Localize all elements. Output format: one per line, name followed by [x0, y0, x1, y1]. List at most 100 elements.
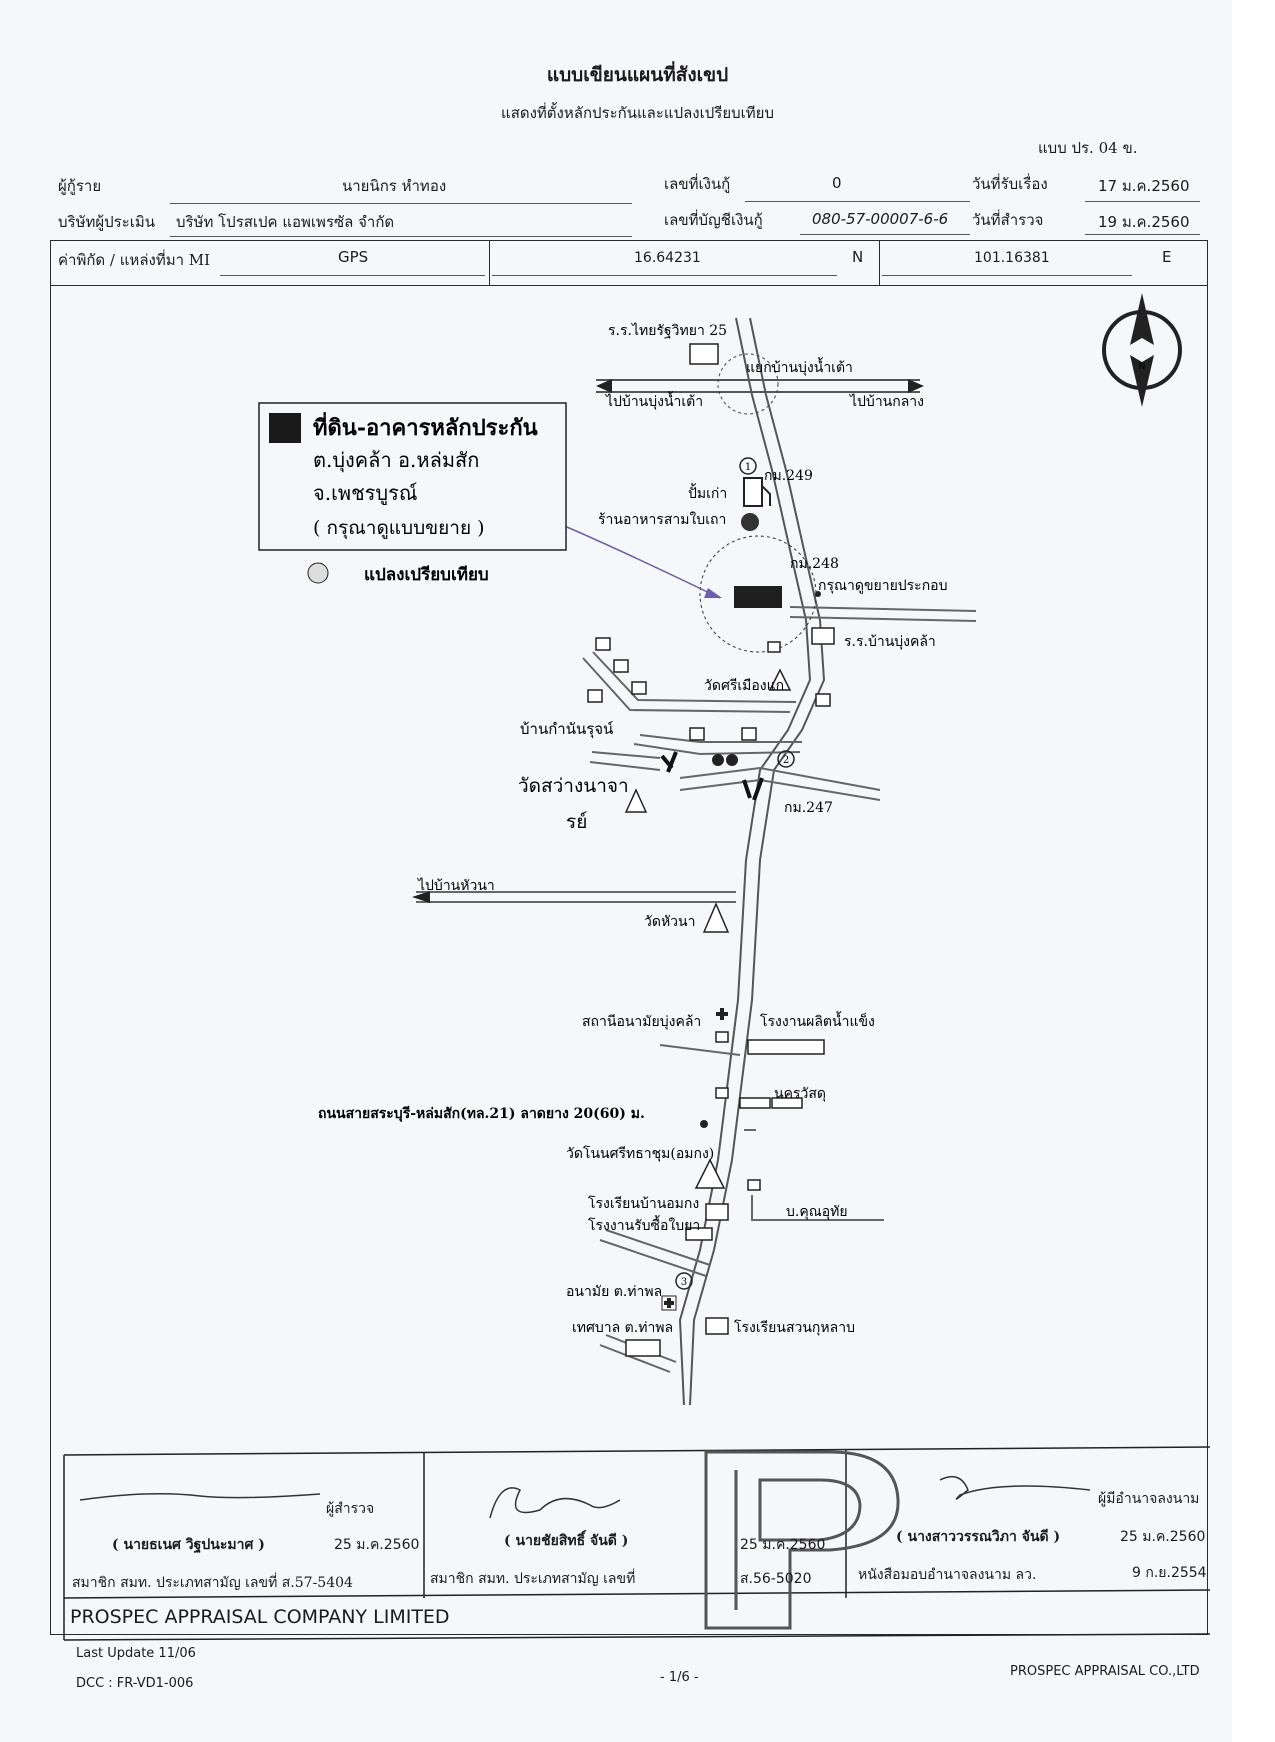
authorization-date: 9 ก.ย.2554	[1132, 1565, 1207, 1581]
coord-row-bottom	[50, 285, 1208, 286]
appraiser-company-label: บริษัทผู้ประเมิน	[58, 213, 156, 231]
account-number-line	[800, 234, 970, 235]
latitude-value: 16.64231	[634, 250, 701, 266]
label-municipality: เทศบาล ต.ท่าพล	[572, 1320, 673, 1336]
coordinate-label: ค่าพิกัด / แหล่งที่มา MI	[58, 251, 211, 269]
gas-station-icon	[743, 477, 771, 507]
borrower-line	[170, 203, 632, 204]
coord-divider-2	[879, 240, 880, 285]
loan-number-label: เลขที่เงินกู้	[664, 175, 731, 193]
label-junction: แยกบ้านบุ่งน้ำเต้า	[746, 357, 853, 376]
coordinate-source: GPS	[338, 248, 369, 266]
surveyor-role: ผู้สำรวจ	[326, 1501, 375, 1517]
company-stamp	[704, 1450, 900, 1630]
km-marker-icon	[675, 457, 795, 1290]
health-center-icon	[661, 1008, 728, 1311]
legend-box	[258, 402, 567, 551]
longitude-value: 101.16381	[974, 250, 1050, 266]
legend-comparable-label: แปลงเปรียบเทียบ	[364, 564, 489, 585]
label-temple-2b: รย์	[566, 811, 587, 833]
label-km247: กม.247	[784, 800, 833, 816]
signature-authorized	[939, 1475, 1091, 1500]
km-marker-3: 3	[681, 1277, 687, 1288]
signature-reviewer	[489, 1487, 621, 1519]
label-school-2: ร.ร.บ้านบุ่งคล้า	[844, 634, 936, 650]
km-marker-2: 2	[783, 755, 789, 766]
account-number-label: เลขที่บัญชีเงินกู้	[664, 211, 763, 229]
arrow-west-icon	[412, 891, 430, 903]
authorized-date: 25 ม.ค.2560	[1120, 1529, 1206, 1545]
scan-edge	[1232, 0, 1275, 1742]
reviewer-license: ส.56-5020	[740, 1571, 812, 1587]
label-school-1: ร.ร.ไทยรัฐวิทยา 25	[608, 322, 727, 339]
road-junction-dot-2	[815, 591, 821, 597]
cross-road-north	[596, 353, 924, 415]
borrower-label: ผู้กู้ราย	[58, 177, 102, 195]
bridge-icon	[660, 751, 764, 801]
authorized-role: ผู้มีอำนาจลงนาม	[1098, 1491, 1200, 1507]
label-to-east: ไปบ้านกลาง	[849, 393, 924, 410]
account-number-value: 080-57-00007-6-6	[812, 210, 949, 228]
label-km248: กม.248	[790, 556, 839, 572]
legend-subject-line3: ( กรุณาดูแบบขยาย )	[313, 517, 485, 540]
label-to-huana: ไปบ้านหัวนา	[417, 877, 495, 894]
tree-icon	[712, 754, 738, 766]
longitude-hemisphere: E	[1162, 248, 1172, 266]
label-health-station: อนามัย ต.ท่าพล	[566, 1284, 662, 1300]
reviewer-date: 25 ม.ค.2560	[740, 1537, 826, 1553]
label-ice-factory: โรงงานผลิตน้ำแข็ง	[760, 1011, 875, 1030]
received-date-label: วันที่รับเรื่อง	[972, 175, 1048, 193]
label-temple-1: วัดศรีเมืองแก	[704, 678, 784, 694]
legend-subject-line2: จ.เพชรบูรณ์	[313, 481, 417, 506]
side-roads	[416, 606, 977, 1373]
received-date-value: 17 ม.ค.2560	[1098, 177, 1190, 195]
north-arrow-n: N	[1139, 362, 1146, 372]
form-code: แบบ ปร. 04 ข.	[1038, 139, 1138, 157]
label-to-west: ไปบ้านบุ่งน้ำเต้า	[605, 391, 703, 410]
coord-line-1	[220, 275, 485, 276]
last-update: Last Update 11/06	[76, 1646, 196, 1661]
label-temple-2: วัดสว่างนาจา	[518, 775, 629, 797]
authorization-letter: หนังสือมอบอำนาจลงนาม ลว.	[858, 1567, 1037, 1583]
coord-line-3	[882, 275, 1132, 276]
surveyor-date: 25 ม.ค.2560	[334, 1537, 420, 1553]
label-village-head: บ้านกำนันรุจน์	[520, 720, 613, 739]
label-km249: กม.249	[764, 468, 813, 484]
temple-icon	[624, 668, 792, 1189]
survey-date-label: วันที่สำรวจ	[972, 211, 1044, 229]
surveyor-name: ( นายธเนศ วิฐปนะมาศ )	[112, 1537, 265, 1553]
north-arrow-icon: N	[1102, 293, 1182, 407]
subject-property-marker	[734, 586, 782, 608]
legend-subject-title: ที่ดิน-อาคารหลักประกัน	[313, 411, 538, 441]
label-company: บ.คุณอุทัย	[786, 1204, 848, 1220]
document-subtitle: แสดงที่ตั้งหลักประกันและแปลงเปรียบเทียบ	[501, 104, 774, 122]
appraiser-company-value: บริษัท โปรสเปค แอพเพรซัล จำกัด	[176, 213, 395, 231]
km-marker-1: 1	[745, 462, 751, 473]
coord-line-2	[492, 275, 837, 276]
signature-table	[63, 1446, 1211, 1641]
signature-surveyor	[79, 1493, 321, 1501]
legend-comparable-icon	[307, 562, 329, 584]
authorized-name: ( นางสาววรรณวิภา จันดี )	[896, 1529, 1061, 1545]
received-date-line	[1085, 201, 1200, 202]
label-see-attached: กรุณาดูขยายประกอบ	[818, 578, 947, 594]
page-number: - 1/6 -	[660, 1670, 699, 1685]
label-leaf-factory: โรงงานรับซื้อใบยา	[588, 1215, 700, 1234]
legend-subject-swatch	[269, 413, 301, 443]
loan-number-line	[745, 201, 970, 202]
label-temple-4: วัดโนนศรีทธาชุม(อมกง)	[566, 1145, 714, 1162]
label-construction: นครวัสดุ	[774, 1086, 826, 1102]
reviewer-name: ( นายชัยสิทธิ์ จันดี )	[504, 1533, 629, 1549]
legend-subject-line1: ต.บุ่งคล้า อ.หล่มสัก	[313, 448, 479, 473]
label-school-4: โรงเรียนสวนกุหลาบ	[734, 1319, 855, 1336]
label-highway: ถนนสายสระบุรี-หล่มสัก(ทล.21) ลาดยาง 20(6…	[318, 1106, 645, 1122]
survey-date-line	[1085, 234, 1200, 235]
label-health-center: สถานีอนามัยบุ่งคล้า	[582, 1014, 701, 1030]
company-name: PROSPEC APPRAISAL COMPANY LIMITED	[70, 1606, 450, 1628]
road-junction-dot	[700, 1120, 708, 1128]
coord-divider-1	[489, 240, 490, 285]
label-temple-3: วัดหัวนา	[644, 914, 695, 930]
label-school-3: โรงเรียนบ้านอมกง	[588, 1195, 699, 1212]
latitude-hemisphere: N	[852, 248, 864, 266]
